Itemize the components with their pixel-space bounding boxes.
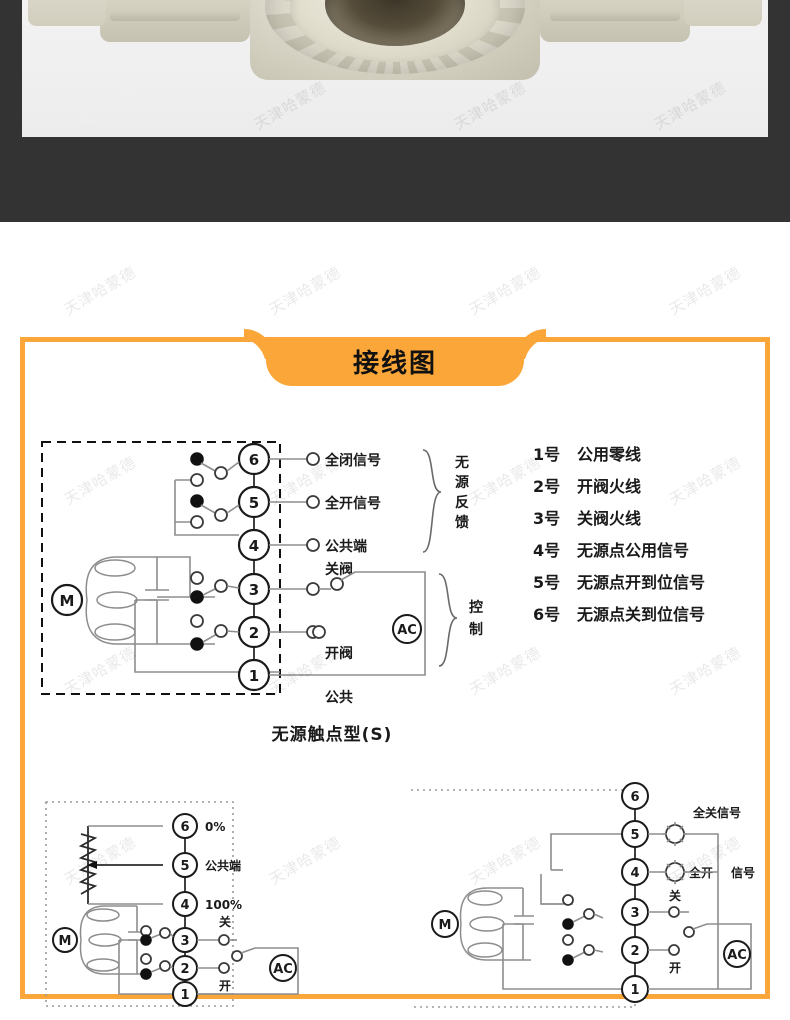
product-photo-band [0,0,790,222]
terminal-5-label: 全开信号 [324,495,381,512]
bl-terminal-3: 3 [180,934,189,949]
terminal-column-main: 6 5 4 3 2 1 [237,442,271,692]
bl-terminal-4: 4 [180,898,189,913]
bracket-feedback-c4: 馈 [455,514,469,531]
br-terminal-2: 2 [630,944,639,959]
watermark: 天津哈蒙德 [266,263,345,319]
br-label-4b: 信号 [731,865,755,880]
bracket-control-c2: 制 [469,621,483,638]
terminal-2-label: 开阀 [325,645,353,662]
terminal-1-label: 公共 [325,689,353,706]
legend-text-2: 开阀火线 [577,477,641,496]
wiring-diagram-section: 接线图 M [20,337,770,1008]
terminal-1: 1 [249,667,259,685]
motor-label-bl: M [59,934,72,949]
bl-terminal-5: 5 [180,859,189,874]
valve-illustration [22,0,768,137]
legend-no-2: 2号 [533,477,560,496]
main-diagram-caption: 无源触点型(S) [271,724,393,745]
bottom-left-wiring-diagram: M 6 5 [45,801,299,1007]
bl-label-4: 100% [205,898,242,912]
bl-label-2: 开 [219,979,231,993]
diagram-area: M 6 5 [25,342,765,1008]
br-label-2: 开 [669,961,681,975]
bracket-feedback-c2: 源 [455,474,469,491]
bl-terminal-6: 6 [180,820,189,835]
bl-label-6: 0% [205,820,225,834]
legend-text-4: 无源点公用信号 [576,541,689,560]
watermark: 天津哈蒙德 [61,263,140,319]
motor-label-br: M [439,918,452,933]
legend-no-5: 5号 [533,573,560,592]
bracket-feedback-c3: 反 [455,494,469,511]
br-terminal-1: 1 [630,983,639,998]
ac-label-bl: AC [273,962,293,977]
main-wiring-diagram: M 6 5 [41,441,705,745]
terminal-column-bl: 6 5 4 3 2 1 [172,813,198,1007]
br-terminal-5: 5 [630,828,639,843]
legend-no-3: 3号 [533,509,560,528]
terminal-5: 5 [249,494,259,512]
legend-text-6: 无源点关到位信号 [576,605,705,624]
br-terminal-3: 3 [630,906,639,921]
terminal-3-label: 关阀 [325,561,353,578]
br-label-3: 关 [669,888,681,903]
bl-label-3: 关 [219,914,231,929]
terminal-2: 2 [249,624,259,642]
br-terminal-6: 6 [630,790,639,805]
br-terminal-4: 4 [630,866,639,881]
terminal-4: 4 [249,537,259,555]
valve-arm-right [540,0,690,42]
br-label-5: 全关信号 [692,805,741,820]
motor-label-main: M [60,592,75,610]
legend-text-5: 无源点开到位信号 [576,573,705,592]
watermark: 天津哈蒙德 [466,263,545,319]
watermark: 天津哈蒙德 [666,263,745,319]
legend-text-1: 公用零线 [577,445,641,464]
bottom-right-wiring-diagram: M [411,782,755,1008]
legend-no-1: 1号 [533,445,560,464]
valve-tip-left [28,0,106,26]
legend-list: 1号 公用零线 2号 开阀火线 3号 关阀火线 4号 无源点公用信号 5号 无源… [533,445,705,624]
bracket-feedback-c1: 无 [454,455,469,471]
terminal-6-label: 全闭信号 [324,452,381,469]
ac-label-main: AC [397,623,417,638]
valve-tip-right [684,0,762,26]
terminal-6: 6 [249,451,259,469]
product-photo [22,0,768,137]
bl-terminal-2: 2 [180,962,189,977]
valve-arm-left [100,0,250,42]
legend-text-3: 关阀火线 [577,509,641,528]
terminal-4-label: 公共端 [325,538,367,555]
ac-label-br: AC [727,948,747,963]
terminal-column-br: 6 5 4 3 2 1 [621,782,649,1003]
bl-terminal-1: 1 [180,988,189,1003]
legend-no-6: 6号 [533,605,560,624]
terminal-3: 3 [249,581,259,599]
bracket-control-c1: 控 [469,599,483,616]
legend-no-4: 4号 [533,541,560,560]
bl-label-5: 公共端 [205,858,241,873]
